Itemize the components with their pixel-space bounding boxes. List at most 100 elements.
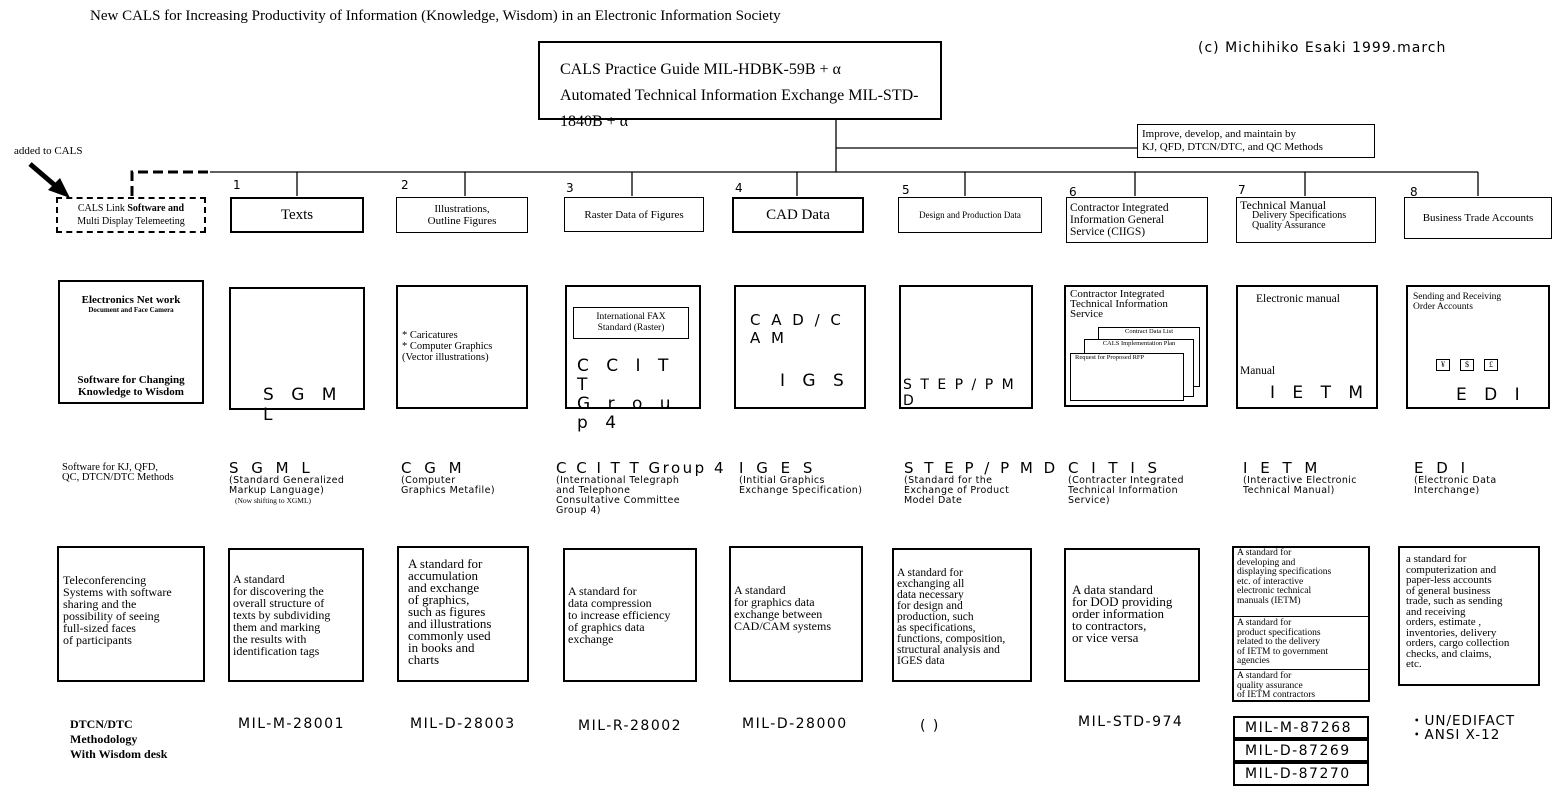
category-cad-box: CAD Data [732, 197, 864, 233]
electronics-network-label: Electronics Net work [60, 294, 202, 306]
iges-standard-text: I G E S (Intitial Graphics Exchange Spec… [739, 461, 862, 496]
citis-standard-text: C I T I S (Contracter Integrated Technic… [1068, 461, 1184, 506]
category-technical-manual-box: Technical Manual Delivery Specifications… [1236, 197, 1376, 243]
iges-subtitle: (Intitial Graphics Exchange Specificatio… [739, 476, 862, 496]
citis-title: C I T I S [1068, 461, 1184, 476]
edi-standard-text: E D I (Electronic Data Interchange) [1414, 461, 1497, 496]
cadcam-image-label: C A D / C A M [750, 311, 864, 347]
document-face-camera-label: Document and Face Camera [60, 306, 202, 314]
ccitt-standard-text: C C I T T Group 4 (International Telegra… [556, 461, 726, 516]
citis-image-title: Contractor Integrated Technical Informat… [1070, 289, 1168, 319]
category-number-1: 1 [233, 178, 241, 192]
fax-standard-box: International FAX Standard (Raster) [573, 307, 689, 339]
technical-manual-sub: Delivery Specifications Quality Assuranc… [1240, 211, 1375, 231]
category-illustrations-box: Illustrations, Outline Figures [396, 197, 528, 233]
ccitt-mil-code: MIL-R-28002 [578, 718, 682, 734]
step-description: A standard for exchanging all data neces… [892, 548, 1032, 682]
ccitt-title: C C I T T Group 4 [556, 461, 726, 476]
igs-image-label: I G S [780, 371, 850, 391]
sgml-image-box: S G M L [229, 287, 365, 410]
edi-image-label: E D I [1456, 385, 1526, 405]
improve-methods-box: Improve, develop, and maintain by KJ, QF… [1137, 124, 1375, 158]
citis-mil-code: MIL-STD-974 [1078, 714, 1183, 730]
step-mil-code: ( ) [920, 718, 940, 734]
sgml-image-label: S G M L [263, 385, 363, 425]
step-title: S T E P / P M D [904, 461, 1058, 476]
copyright-text: (c) Michihiko Esaki 1999.march [1198, 40, 1446, 56]
teleconference-image-box: Electronics Net work Document and Face C… [58, 280, 204, 404]
ietm-image-label: I E T M [1270, 383, 1369, 403]
edi-subtitle: (Electronic Data Interchange) [1414, 476, 1497, 496]
citis-subtitle: (Contracter Integrated Technical Informa… [1068, 476, 1184, 506]
teleconference-description: Teleconferencing Systems with software s… [57, 546, 205, 682]
cgm-mil-code: MIL-D-28003 [410, 716, 516, 732]
cals-link-box: CALS Link Software and Multi Display Tel… [56, 197, 206, 233]
sgml-standard-text: S G M L (Standard Generalized Markup Lan… [229, 461, 344, 505]
ietm-description-box: A standard for developing and displaying… [1232, 546, 1370, 702]
sgml-title: S G M L [229, 461, 344, 476]
citis-image-box: Contractor Integrated Technical Informat… [1064, 285, 1208, 407]
category-number-3: 3 [566, 181, 574, 195]
ietm-mil-code-1: MIL-M-87268 [1233, 716, 1369, 739]
kj-qfd-software-text: Software for KJ, QFD, QC, DTCN/DTC Metho… [62, 463, 174, 483]
cgm-description: A standard for accumulation and exchange… [397, 546, 529, 682]
step-subtitle: (Standard for the Exchange of Product Mo… [904, 476, 1058, 506]
category-design-box: Design and Production Data [898, 197, 1042, 233]
rfp-doc: Request for Proposed RFP [1070, 353, 1184, 401]
step-standard-text: S T E P / P M D (Standard for the Exchan… [904, 461, 1058, 506]
ietm-description-1: A standard for developing and displaying… [1234, 548, 1368, 617]
ietm-description-3: A standard for quality assurance of IETM… [1234, 670, 1368, 701]
igs-image-box: C A D / C A M I G S [734, 285, 866, 409]
yen-icon: ¥ [1436, 359, 1450, 371]
cgm-image-label: * Caricatures * Computer Graphics (Vecto… [402, 330, 492, 363]
ietm-mil-code-2: MIL-D-87269 [1233, 739, 1369, 762]
iges-title: I G E S [739, 461, 862, 476]
electronic-manual-label: Electronic manual [1256, 293, 1340, 305]
ccitt-image-box: International FAX Standard (Raster) C C … [565, 285, 701, 409]
cgm-standard-text: C G M (Computer Graphics Metafile) [401, 461, 495, 496]
ccitt-description: A standard for data compression to incre… [563, 548, 697, 682]
iges-mil-code: MIL-D-28000 [742, 716, 848, 732]
citis-description: A data standard for DOD providing order … [1064, 548, 1200, 682]
ietm-subtitle: (Interactive Electronic Technical Manual… [1243, 476, 1357, 496]
category-raster-box: Raster Data of Figures [564, 197, 704, 232]
dollar-icon: $ [1460, 359, 1474, 371]
edi-image-title: Sending and Receiving Order Accounts [1413, 292, 1501, 312]
category-number-4: 4 [735, 181, 743, 195]
category-texts-box: Texts [230, 197, 364, 233]
manual-label: Manual [1240, 365, 1275, 377]
ccitt-subtitle: (International Telegraph and Telephone C… [556, 476, 726, 516]
ietm-image-box: Electronic manual Manual I E T M [1236, 285, 1378, 409]
cgm-image-box: * Caricatures * Computer Graphics (Vecto… [396, 285, 528, 409]
multi-display-label: Multi Display Telemeeting [77, 216, 184, 227]
cals-link-label: CALS Link [78, 203, 127, 214]
ietm-mil-code-3: MIL-D-87270 [1233, 762, 1369, 786]
dtcn-methodology-code: DTCN/DTC Methodology With Wisdom desk [70, 717, 167, 762]
sgml-subtitle: (Standard Generalized Markup Language) [229, 476, 344, 496]
page-title: New CALS for Increasing Productivity of … [90, 8, 781, 25]
edi-standards-code: ・UN/EDIFACT ・ANSI X-12 [1410, 714, 1515, 742]
practice-guide-line2: Automated Technical Information Exchange… [560, 83, 940, 135]
edi-description: a standard for computerization and paper… [1398, 546, 1540, 686]
edi-title: E D I [1414, 461, 1497, 476]
iges-description: A standard for graphics data exchange be… [729, 546, 863, 682]
ietm-standard-text: I E T M (Interactive Electronic Technica… [1243, 461, 1357, 496]
step-image-box: S T E P / P M D [899, 285, 1033, 409]
cgm-subtitle: (Computer Graphics Metafile) [401, 476, 495, 496]
ietm-title: I E T M [1243, 461, 1357, 476]
added-to-cals-label: added to CALS [14, 145, 82, 157]
software-changing-label: Software for Changing Knowledge to Wisdo… [60, 374, 202, 398]
xgml-note: (Now shifting to XGML) [235, 496, 344, 505]
category-number-2: 2 [401, 178, 409, 192]
arrow-icon [30, 164, 70, 198]
sgml-mil-code: MIL-M-28001 [238, 716, 345, 732]
sgml-description: A standard for discovering the overall s… [228, 548, 364, 682]
dashed-link-line [132, 172, 210, 196]
category-business-box: Business Trade Accounts [1404, 197, 1552, 239]
step-image-label: S T E P / P M D [903, 377, 1031, 409]
practice-guide-line1: CALS Practice Guide MIL-HDBK-59B + α [560, 57, 940, 83]
edi-image-box: Sending and Receiving Order Accounts ¥ $… [1406, 285, 1550, 409]
ietm-description-2: A standard for product specifications re… [1234, 617, 1368, 670]
cgm-title: C G M [401, 461, 495, 476]
cals-practice-guide-box: CALS Practice Guide MIL-HDBK-59B + α Aut… [538, 41, 942, 120]
